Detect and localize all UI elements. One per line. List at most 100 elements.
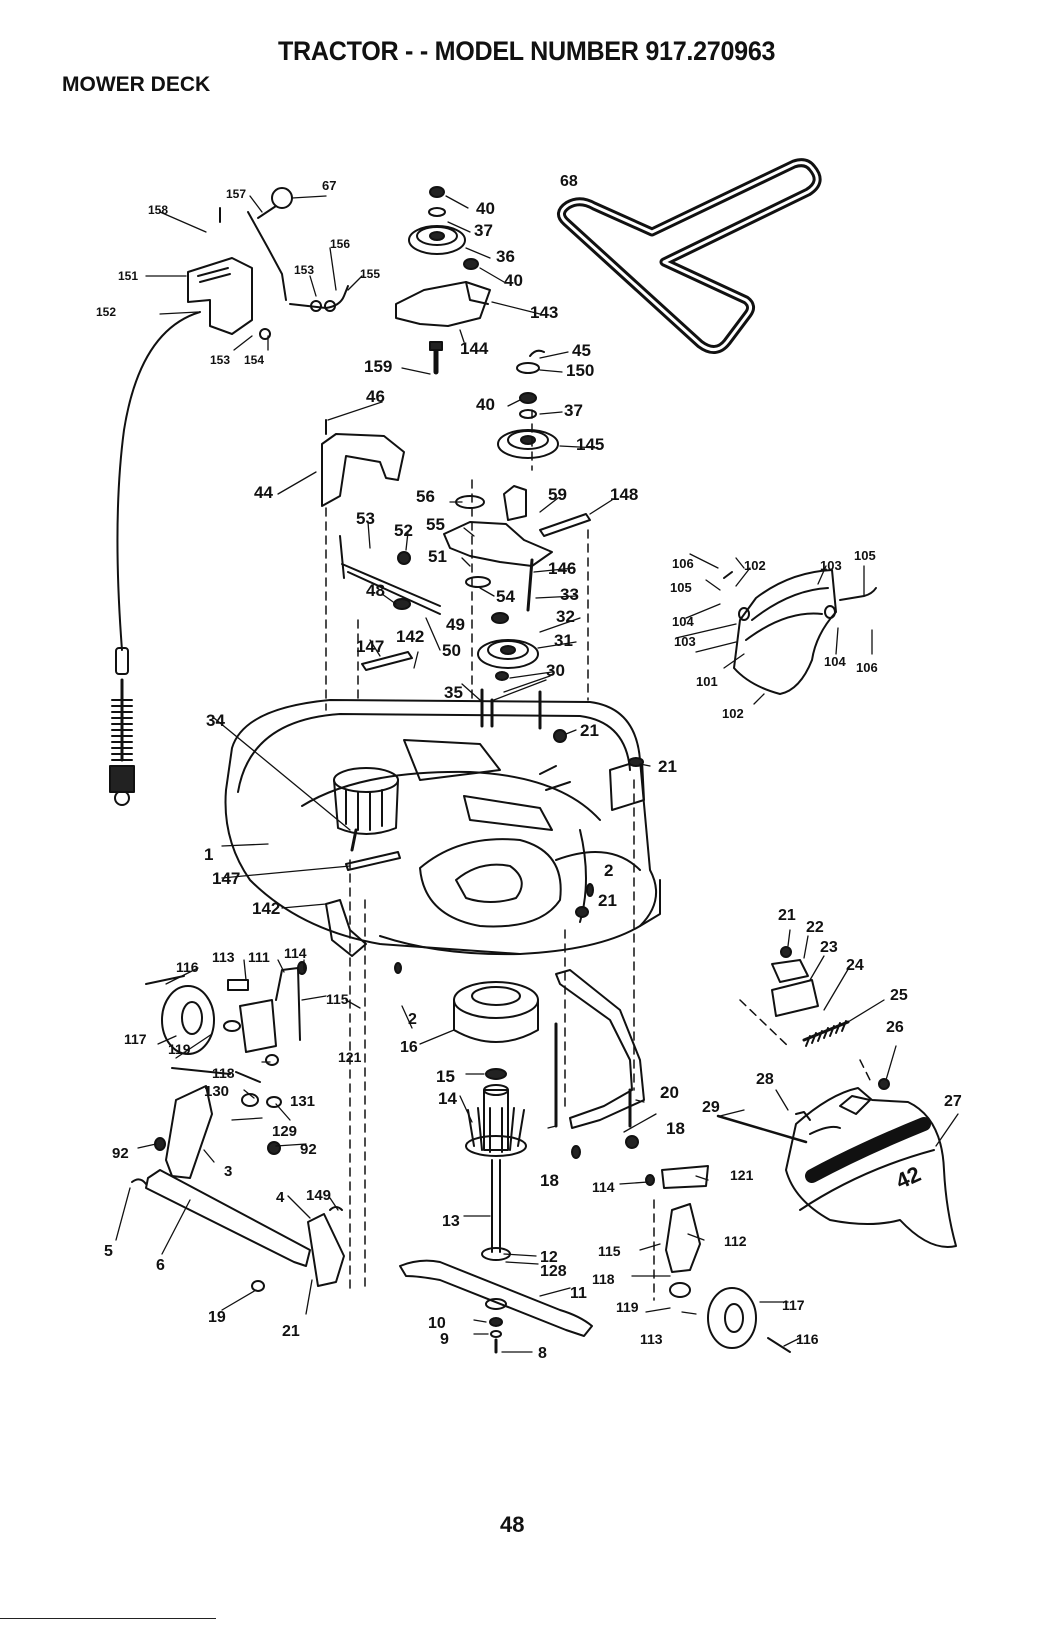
part-number-12: 12 [540,1249,558,1266]
part-number-21: 21 [580,721,599,740]
part-number-35: 35 [444,683,463,702]
part-number-156: 156 [330,237,350,251]
part-number-9: 9 [440,1331,449,1348]
lift-link [145,1169,311,1267]
part-number-2: 2 [604,861,613,880]
part-number-147: 147 [356,637,384,656]
belt-guard [321,433,405,507]
part-number-106: 106 [856,660,878,675]
part-number-48: 48 [366,581,385,600]
part-number-36: 36 [496,247,515,266]
part-number-115: 115 [326,991,349,1007]
part-number-128: 128 [540,1263,567,1280]
part-number-10: 10 [428,1315,446,1332]
part-number-11: 11 [570,1285,587,1302]
tension-link [339,535,441,615]
part-number-24: 24 [846,957,864,974]
part-number-104: 104 [824,654,846,669]
part-number-92: 92 [300,1141,317,1158]
part-number-142: 142 [396,627,424,646]
part-number-46: 46 [366,387,385,406]
part-number-21: 21 [778,907,796,924]
part-number-33: 33 [560,585,579,604]
part-number-30: 30 [546,661,565,680]
part-number-114: 114 [592,1179,615,1195]
part-number-31: 31 [554,631,573,650]
part-number-5: 5 [104,1243,113,1260]
part-number-4: 4 [276,1189,285,1206]
part-number-22: 22 [806,919,824,936]
part-number-27: 27 [944,1093,962,1110]
part-number-55: 55 [426,515,445,534]
height-adjust-bracket [187,257,253,335]
part-number-21: 21 [282,1323,300,1340]
part-number-144: 144 [460,339,489,358]
part-number-45: 45 [572,341,591,360]
part-number-104: 104 [672,614,694,629]
part-number-118: 118 [592,1271,615,1287]
part-number-121: 121 [338,1049,362,1065]
part-number-113: 113 [212,949,235,965]
part-number-145: 145 [576,435,604,454]
part-number-118: 118 [212,1065,235,1081]
part-number-21: 21 [658,757,677,776]
part-number-117: 117 [124,1031,147,1047]
part-number-153: 153 [294,263,314,277]
part-number-113: 113 [640,1331,663,1347]
gauge-wheel-right [707,1287,757,1349]
part-number-28: 28 [756,1071,774,1088]
spindle [483,1089,509,1151]
part-number-116: 116 [796,1331,819,1347]
part-number-111: 111 [248,949,270,965]
part-number-68: 68 [560,173,578,190]
part-number-116: 116 [176,959,199,975]
part-number-37: 37 [474,221,493,240]
part-number-34: 34 [206,711,225,730]
part-number-18: 18 [666,1119,685,1138]
part-number-1: 1 [204,845,213,864]
part-number-105: 105 [670,580,692,595]
part-number-102: 102 [722,706,744,721]
part-number-50: 50 [442,641,461,660]
mower-deck-housing [224,699,657,955]
discharge-deflector [733,569,837,695]
part-number-52: 52 [394,521,413,540]
part-number-143: 143 [530,303,558,322]
part-number-129: 129 [272,1123,297,1140]
part-number-92: 92 [112,1145,129,1162]
drive-belt [557,158,822,354]
part-number-14: 14 [438,1089,457,1108]
part-number-154: 154 [244,353,264,367]
part-number-67: 67 [322,178,336,193]
page-number: 48 [500,1512,525,1537]
part-number-103: 103 [820,558,842,573]
part-number-117: 117 [782,1297,805,1313]
part-number-147: 147 [212,869,240,888]
part-number-157: 157 [226,187,246,201]
part-number-101: 101 [696,674,718,689]
part-number-106: 106 [672,556,694,571]
part-number-102: 102 [744,558,766,573]
part-number-21: 21 [598,891,617,910]
page-title: TRACTOR - - MODEL NUMBER 917.270963 [278,36,776,66]
lift-cable [116,311,201,651]
part-number-54: 54 [496,587,515,606]
part-number-150: 150 [566,361,594,380]
part-number-119: 119 [168,1041,191,1057]
part-number-103: 103 [674,634,696,649]
part-number-131: 131 [290,1093,315,1110]
part-number-51: 51 [428,547,447,566]
part-number-158: 158 [148,203,168,217]
part-number-37: 37 [564,401,583,420]
bottom-rule [0,1618,216,1619]
part-number-18: 18 [540,1171,559,1190]
part-number-53: 53 [356,509,375,528]
part-number-6: 6 [156,1257,165,1274]
part-number-40: 40 [476,395,495,414]
part-number-44: 44 [254,483,273,502]
part-number-153: 153 [210,353,230,367]
section-title: MOWER DECK [62,73,211,96]
gauge-wheel-left [161,985,215,1055]
part-number-115: 115 [598,1243,621,1259]
center-bracket [443,521,553,567]
